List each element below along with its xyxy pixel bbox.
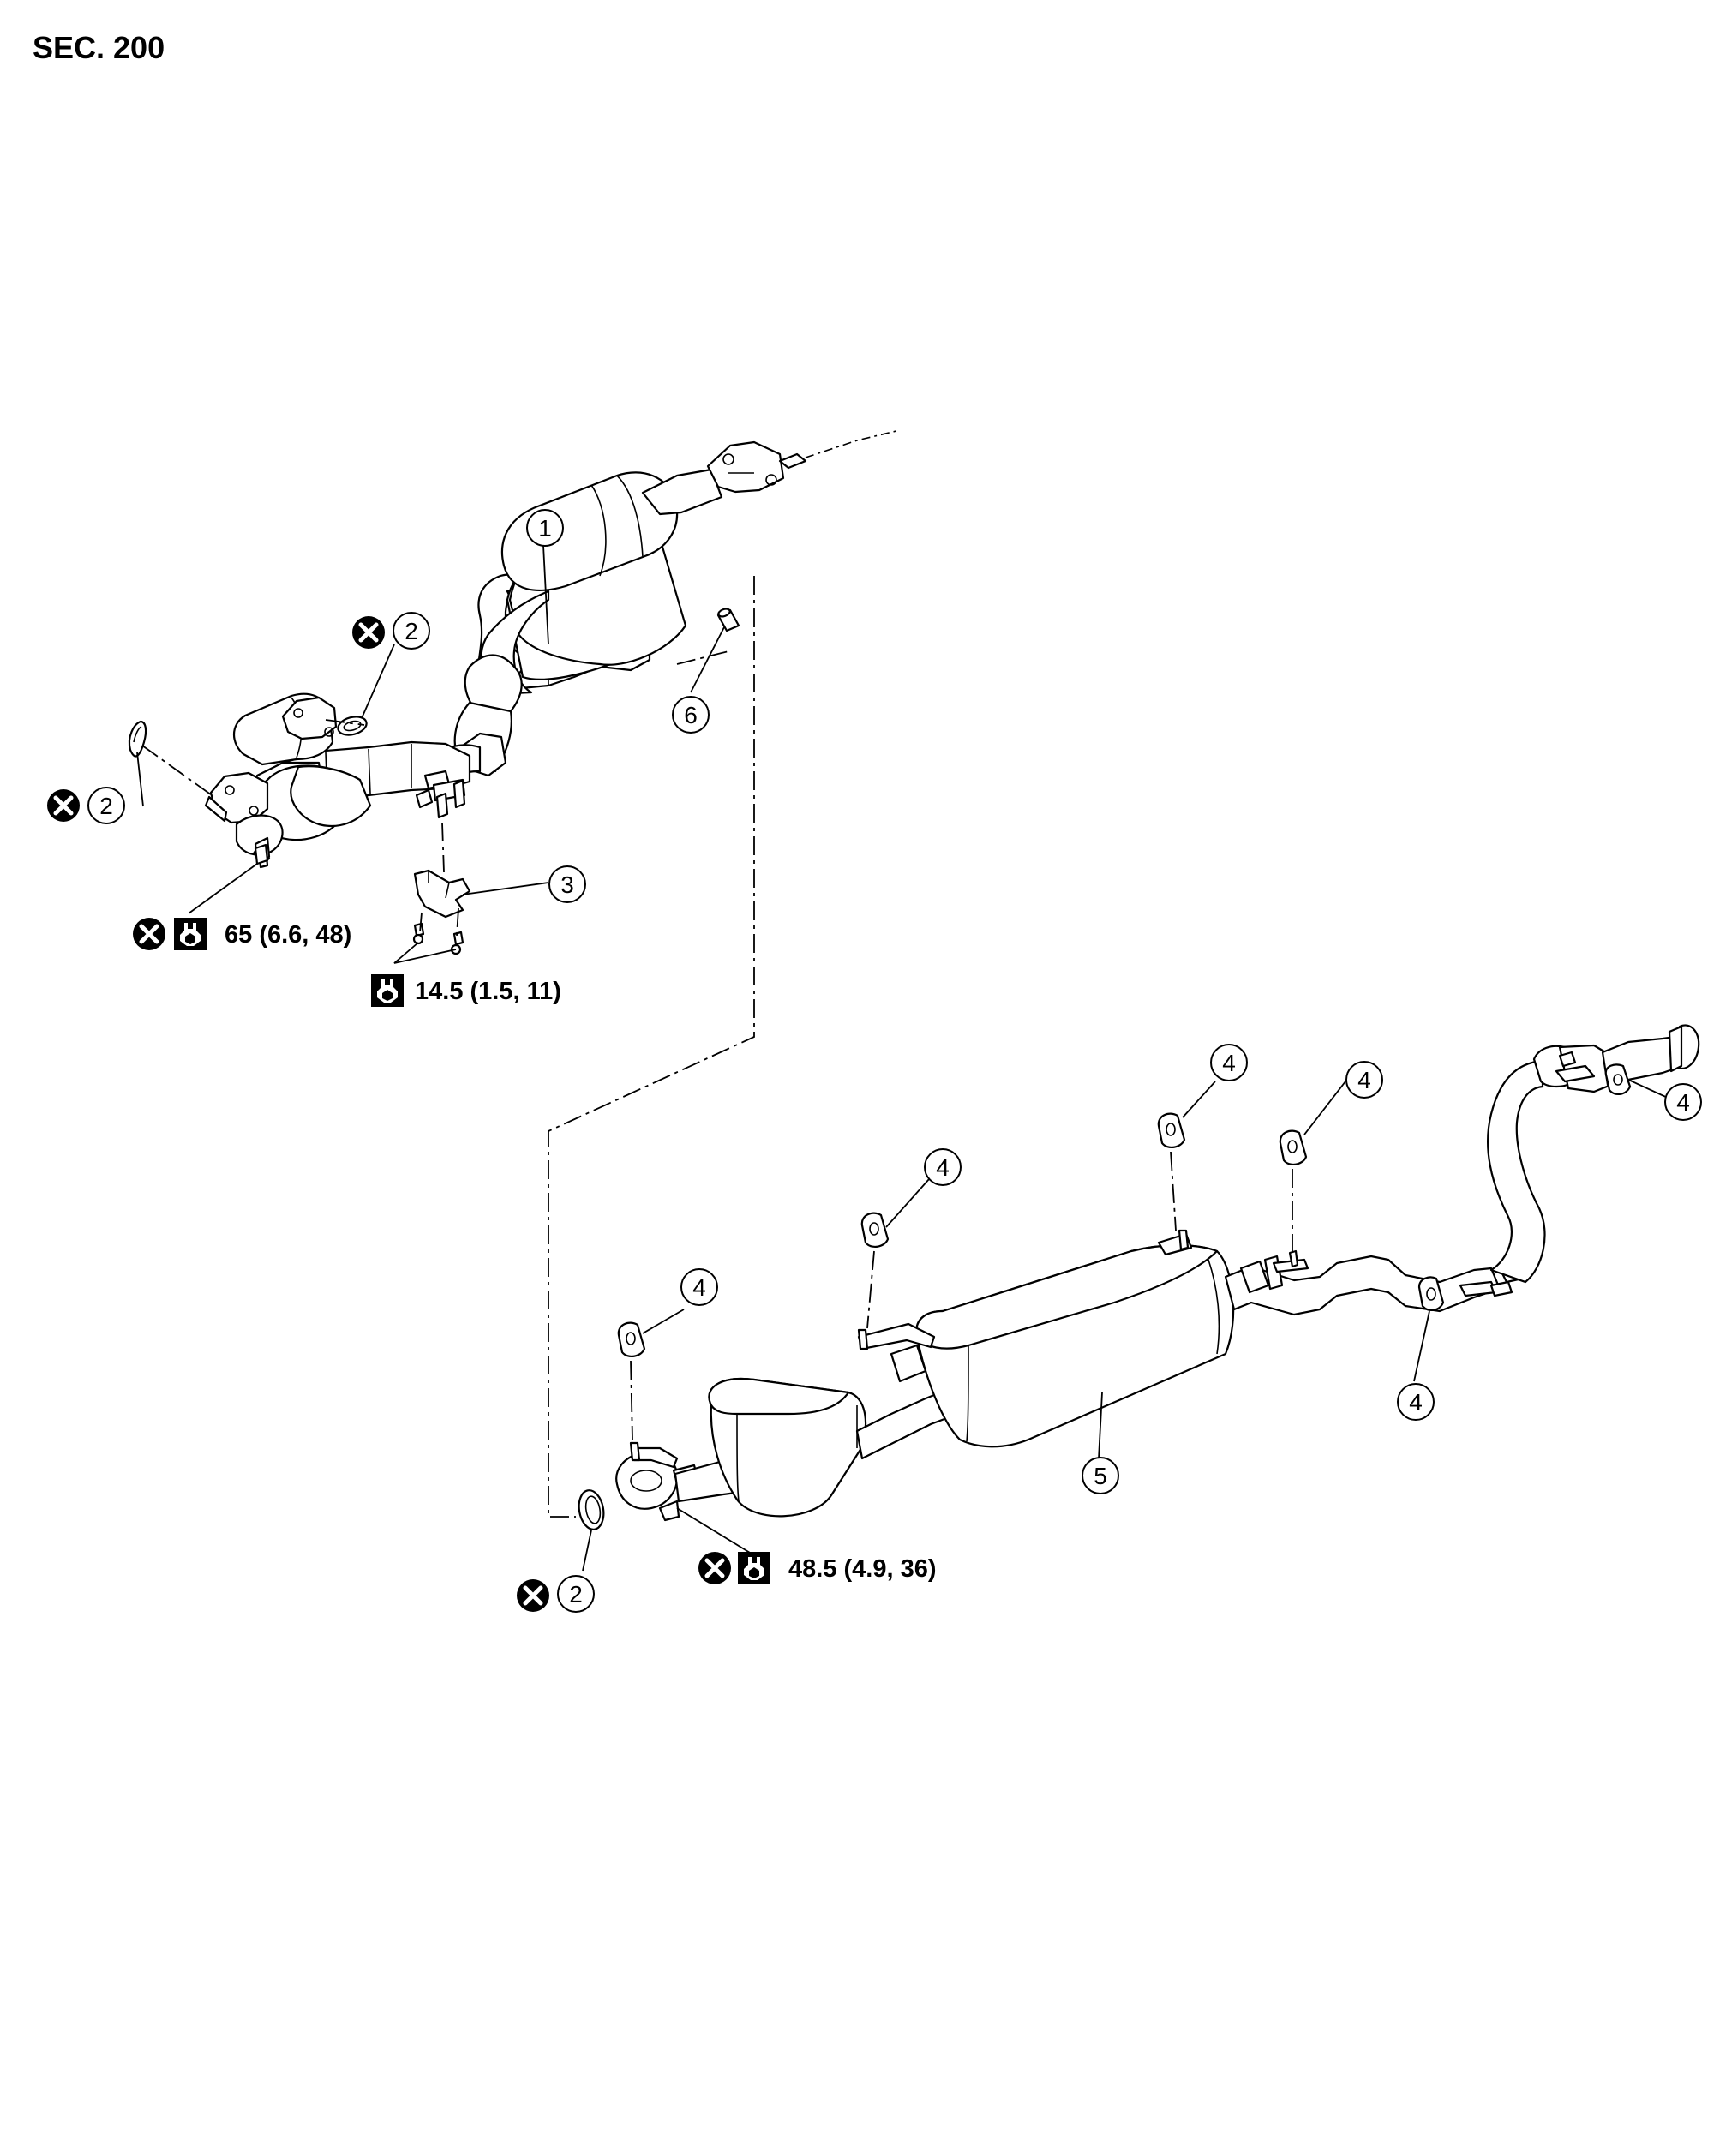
torque-spec-rear-flange: 48.5 (4.9, 36) bbox=[698, 1552, 937, 1584]
svg-text:4: 4 bbox=[1676, 1089, 1690, 1116]
callout-4-e: 4 bbox=[1664, 1083, 1702, 1121]
svg-text:1: 1 bbox=[538, 515, 552, 542]
callout-2-left: 2 bbox=[47, 787, 125, 824]
svg-text:65 (6.6, 48): 65 (6.6, 48) bbox=[225, 921, 351, 949]
svg-text:4: 4 bbox=[1409, 1389, 1423, 1416]
exhaust-front-tube bbox=[204, 429, 901, 869]
do-not-reuse-icon bbox=[133, 918, 165, 950]
exhaust-rear-assembly bbox=[615, 1024, 1700, 1522]
callout-2-upper: 2 bbox=[352, 612, 430, 649]
torque-spec-inlet: 65 (6.6, 48) bbox=[133, 918, 351, 950]
svg-text:6: 6 bbox=[684, 702, 698, 728]
do-not-reuse-icon bbox=[698, 1552, 731, 1584]
torque-wrench-icon bbox=[738, 1552, 770, 1584]
gasket-ring-upper bbox=[337, 716, 368, 736]
callout-4-d: 4 bbox=[1345, 1061, 1383, 1099]
torque-spec-bracket: 14.5 (1.5, 11) bbox=[371, 974, 561, 1007]
svg-text:4: 4 bbox=[936, 1154, 950, 1181]
svg-text:4: 4 bbox=[1357, 1067, 1371, 1093]
callout-4-c: 4 bbox=[1210, 1044, 1248, 1081]
torque-wrench-icon bbox=[371, 974, 404, 1007]
gasket-ring-rear bbox=[578, 1489, 605, 1530]
do-not-reuse-icon bbox=[47, 789, 80, 822]
callout-2-rear: 2 bbox=[517, 1575, 595, 1612]
do-not-reuse-icon bbox=[352, 616, 385, 649]
callout-5: 5 bbox=[1082, 1457, 1119, 1494]
rubber-mount-a bbox=[617, 1321, 646, 1357]
svg-text:5: 5 bbox=[1094, 1463, 1107, 1489]
torque-wrench-icon bbox=[174, 918, 207, 950]
stud-part-6 bbox=[716, 608, 740, 632]
callout-1: 1 bbox=[526, 509, 564, 547]
svg-text:4: 4 bbox=[692, 1274, 706, 1301]
connection-dashed-outline bbox=[548, 576, 755, 1518]
gasket-left bbox=[128, 720, 147, 758]
svg-text:48.5 (4.9, 36): 48.5 (4.9, 36) bbox=[788, 1555, 937, 1583]
inlet-flange-bolt bbox=[254, 843, 269, 865]
rear-alignment-lines bbox=[630, 1151, 1293, 1440]
svg-text:2: 2 bbox=[405, 618, 418, 644]
mounting-bracket bbox=[412, 869, 471, 955]
front-alignment-lines bbox=[141, 650, 729, 937]
rubber-mount-b bbox=[860, 1212, 890, 1248]
callout-4-b: 4 bbox=[924, 1148, 962, 1186]
callout-4-a: 4 bbox=[680, 1268, 718, 1306]
leader-lines bbox=[136, 544, 1670, 1572]
callout-3: 3 bbox=[548, 865, 586, 903]
do-not-reuse-icon bbox=[517, 1579, 549, 1612]
svg-text:4: 4 bbox=[1222, 1050, 1236, 1076]
callout-6: 6 bbox=[672, 696, 710, 734]
svg-text:3: 3 bbox=[560, 871, 574, 898]
svg-text:2: 2 bbox=[569, 1581, 583, 1608]
rubber-mount-c bbox=[1157, 1112, 1186, 1148]
section-label: SEC. 200 bbox=[33, 30, 165, 65]
callout-4-f: 4 bbox=[1397, 1383, 1435, 1421]
svg-text:14.5 (1.5, 11): 14.5 (1.5, 11) bbox=[415, 978, 561, 1005]
svg-text:2: 2 bbox=[99, 793, 113, 819]
rubber-mount-d bbox=[1279, 1129, 1308, 1165]
